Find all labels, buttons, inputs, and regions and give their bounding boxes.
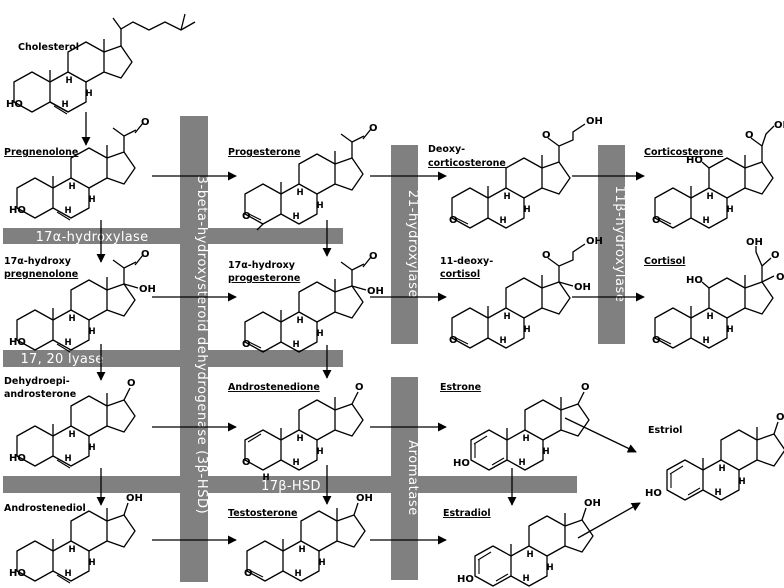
hydroxyl-label-17: OH xyxy=(126,493,143,504)
label-17oh-progesterone-1: 17α-hydroxy xyxy=(228,260,296,271)
label-corticosterone: Corticosterone xyxy=(644,147,723,158)
hydroxyl-label: HO xyxy=(9,568,26,579)
label-aromatase: Aromatase xyxy=(405,440,420,516)
ketone-oxygen-3: O xyxy=(652,215,661,226)
reaction-arrows xyxy=(81,112,645,545)
ketone-oxygen: O xyxy=(355,382,364,393)
label-estradiol: Estradiol xyxy=(443,508,491,519)
arrow-estrone-estriol xyxy=(564,417,637,453)
hydroxyl-label: HO xyxy=(453,458,470,469)
structure-corticosterone: HO O OH O xyxy=(652,120,784,229)
structure-17oh-progesterone: O OH O xyxy=(242,251,384,353)
enzyme-labels: 3-beta-hydroxysteroid dehydrogenase (3β-… xyxy=(20,176,627,516)
structure-androstenediol: OH HO xyxy=(9,493,143,584)
label-estriol: Estriol xyxy=(648,425,682,436)
enzyme-bands xyxy=(3,116,625,582)
ketone-oxygen: O xyxy=(369,251,378,262)
ketone-oxygen-3: O xyxy=(242,211,251,222)
band-21-hydroxylase xyxy=(391,145,418,344)
structure-androstenedione: O O xyxy=(242,382,364,483)
ketone-oxygen-3: O xyxy=(242,457,251,468)
hydroxyl-label-17: OH xyxy=(584,498,601,509)
hydroxyl-label-21: OH xyxy=(746,237,763,248)
structure-dhea: O HO xyxy=(9,378,136,469)
band-3b-hsd xyxy=(180,116,208,582)
label-cortisol: Cortisol xyxy=(644,256,685,267)
ketone-oxygen-3: O xyxy=(449,215,458,226)
hydroxyl-label: HO xyxy=(457,574,474,585)
structure-cholesterol: HO xyxy=(6,13,196,115)
ketone-oxygen: O xyxy=(771,250,780,261)
ketone-oxygen-3: O xyxy=(244,568,253,579)
hydroxyl-label: HO xyxy=(9,337,26,348)
ketone-oxygen: O xyxy=(369,123,378,134)
ketone-oxygen: O xyxy=(542,130,551,141)
label-estrone: Estrone xyxy=(440,382,481,393)
ketone-oxygen-3: O xyxy=(242,339,251,350)
label-11b-hydroxylase: 11β-hydroxylase xyxy=(612,185,627,302)
hydroxyl-label-17: OH xyxy=(776,272,784,283)
band-17b-hsd xyxy=(3,476,577,493)
ketone-oxygen: O xyxy=(141,117,150,128)
label-pregnenolone: Pregnenolone xyxy=(4,147,78,158)
label-testosterone: Testosterone xyxy=(228,508,297,519)
hydroxyl-label: HO xyxy=(6,99,23,110)
structure-testosterone: OH O xyxy=(244,493,373,582)
structure-17oh-pregnenolone: O OH HO xyxy=(9,249,156,353)
ketone-oxygen-3: O xyxy=(652,335,661,346)
structure-cortisol: HO O OH OH O xyxy=(652,237,784,349)
ketone-oxygen: O xyxy=(127,378,136,389)
compound-labels: Cholesterol Pregnenolone Progesterone De… xyxy=(4,42,723,519)
label-progesterone: Progesterone xyxy=(228,147,300,158)
ketone-oxygen: O xyxy=(581,382,590,393)
label-cholesterol: Cholesterol xyxy=(18,42,79,53)
label-17b-hsd: 17β-HSD xyxy=(261,479,321,494)
label-dhea-1: Dehydroepi- xyxy=(4,376,70,387)
ketone-oxygen: O xyxy=(745,130,754,141)
arrow-estradiol-estriol xyxy=(577,502,641,539)
structure-estriol: OH OH HO xyxy=(645,412,784,501)
band-11b-hydroxylase xyxy=(598,145,625,344)
hydroxyl-label-17: OH xyxy=(776,412,784,423)
hydroxyl-label-17: OH xyxy=(356,493,373,504)
band-17a-hydroxylase xyxy=(3,228,343,244)
structure-progesterone: O O xyxy=(242,123,378,231)
hydroxyl-label-21: OH xyxy=(586,116,603,127)
structure-estrone: O HO xyxy=(453,382,590,471)
hydroxyl-label: HO xyxy=(9,205,26,216)
structure-11-deoxycortisol: O OH OH O xyxy=(449,236,603,349)
label-androstenediol: Androstenediol xyxy=(4,503,86,514)
label-17oh-pregnenolone-2: pregnenolone xyxy=(4,269,78,280)
structure-deoxycorticosterone: O OH O xyxy=(449,116,603,229)
hydroxyl-label-17: OH xyxy=(139,284,156,295)
label-dhea-2: androsterone xyxy=(4,389,76,400)
hydroxyl-label: HO xyxy=(645,488,662,499)
label-17oh-progesterone-2: progesterone xyxy=(228,273,300,284)
label-11-deoxycortisol-1: 11-deoxy- xyxy=(440,256,493,267)
label-17a-hydroxylase: 17α-hydroxylase xyxy=(36,230,149,245)
hydroxyl-label-11: HO xyxy=(686,155,703,166)
label-deoxycorticosterone-1: Deoxy- xyxy=(428,144,465,155)
hydroxyl-label-21: OH xyxy=(774,120,784,131)
ketone-oxygen: O xyxy=(542,250,551,261)
structure-estradiol: OH HO xyxy=(457,498,601,587)
band-17-20-lyase xyxy=(3,350,343,367)
label-androstenedione: Androstenedione xyxy=(228,382,320,393)
hydroxyl-label-11: HO xyxy=(686,275,703,286)
hydroxyl-label-17: OH xyxy=(574,282,591,293)
label-21-hydroxylase: 21-hydroxylase xyxy=(405,190,420,298)
hydroxyl-label: HO xyxy=(9,453,26,464)
label-11-deoxycortisol-2: cortisol xyxy=(440,269,480,280)
label-17-20-lyase: 17, 20 lyase xyxy=(20,352,103,367)
hydroxyl-label-17: OH xyxy=(367,286,384,297)
hydroxyl-label-21: OH xyxy=(586,236,603,247)
ketone-oxygen-3: O xyxy=(449,335,458,346)
label-deoxycorticosterone-2: corticosterone xyxy=(428,158,506,169)
label-17oh-pregnenolone-1: 17α-hydroxy xyxy=(4,256,72,267)
label-3b-hsd: 3-beta-hydroxysteroid dehydrogenase (3β-… xyxy=(194,176,209,515)
structure-pregnenolone: O HO xyxy=(9,117,150,221)
ketone-oxygen: O xyxy=(141,249,150,260)
